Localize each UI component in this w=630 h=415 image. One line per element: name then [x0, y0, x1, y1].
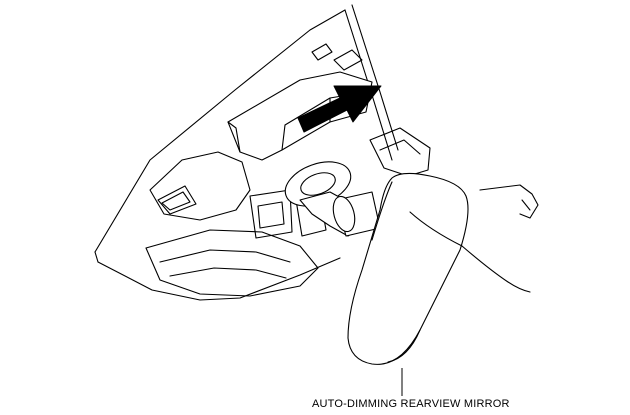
- mirror-base-bracket: [145, 127, 431, 297]
- callout-label: AUTO-DIMMING REARVIEW MIRROR: [312, 398, 510, 410]
- auto-dimming-rearview-mirror: [347, 172, 469, 365]
- removal-direction-arrow: [297, 85, 382, 133]
- roof-headliner: [94, 4, 399, 301]
- windshield-edge: [409, 184, 539, 293]
- mirror-mount-arm: [284, 161, 381, 237]
